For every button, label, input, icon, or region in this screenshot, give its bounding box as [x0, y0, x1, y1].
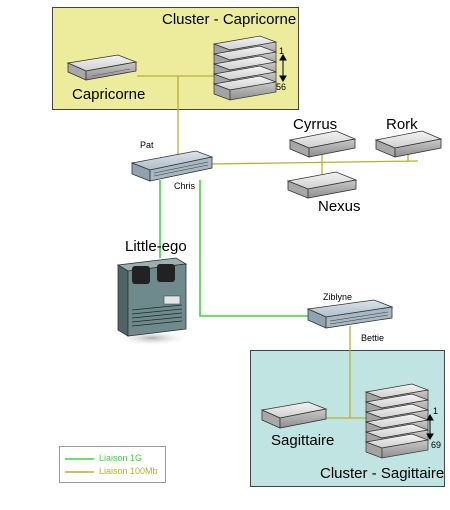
- little-ego-label: Little-ego: [125, 238, 187, 255]
- sagittaire-range-end: 69: [431, 440, 442, 450]
- cluster-sagittaire-title: Cluster - Sagittaire: [320, 465, 445, 482]
- capricorne-range-end: 56: [276, 82, 287, 92]
- sagittaire-stack: [364, 383, 430, 459]
- capricorne-label: Capricorne: [72, 86, 146, 103]
- legend-box: [59, 446, 166, 483]
- links-1g: [159, 180, 308, 317]
- nexus-server: [286, 171, 358, 199]
- sagittaire-range-start: 1: [433, 406, 439, 416]
- link-chris-to-ziblyne: [199, 180, 308, 317]
- cluster-capricorne-title: Cluster - Capricorne: [162, 11, 297, 28]
- cyrrus-label: Cyrrus: [293, 116, 338, 133]
- legend-label-1g: Liaison 1G: [99, 453, 143, 463]
- nexus-label: Nexus: [318, 198, 361, 215]
- sagittaire-label: Sagittaire: [271, 432, 335, 449]
- rork-label: Rork: [386, 116, 418, 133]
- little-ego-mainframe: [114, 257, 190, 346]
- pat-label: Pat: [140, 140, 154, 150]
- capricorne-stack: [212, 35, 278, 101]
- sagittaire-range-arrow: [426, 414, 434, 440]
- rork-server: [374, 130, 443, 158]
- bettie-label: Bettie: [361, 333, 385, 343]
- switch-ziblyne-bettie: [306, 299, 394, 329]
- sagittaire-server: [260, 401, 328, 429]
- sagittaire-stack-unit: [364, 433, 430, 459]
- legend-label-100mb: Liaison 100Mb: [99, 466, 158, 476]
- capricorne-server: [66, 54, 138, 81]
- chris-label: Chris: [174, 181, 196, 191]
- capricorne-range-arrow: [279, 54, 287, 82]
- link-pat-to-backbone: [207, 160, 419, 165]
- capricorne-range-start: 1: [279, 46, 285, 56]
- cyrrus-server: [288, 130, 357, 158]
- switch-pat-chris: [130, 150, 214, 182]
- capricorne-stack-unit: [212, 75, 278, 101]
- ziblyne-label: Ziblyne: [323, 292, 353, 302]
